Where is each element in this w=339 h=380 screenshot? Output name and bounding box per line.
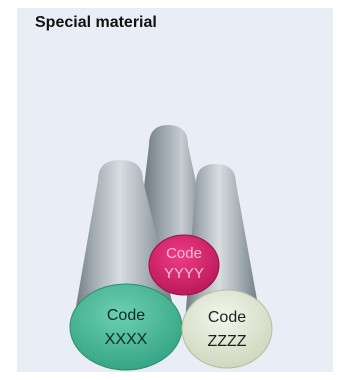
- code-label-yyyy: Code: [166, 245, 202, 262]
- code-label-xxxx: Code: [107, 307, 145, 324]
- code-value-xxxx: XXXX: [105, 331, 148, 348]
- conductor-end-zzzz: [182, 290, 272, 368]
- code-value-zzzz: ZZZZ: [207, 333, 246, 350]
- code-label-zzzz: Code: [208, 309, 246, 326]
- conductor-end-xxxx: [70, 284, 182, 370]
- code-value-yyyy: YYYY: [164, 265, 204, 282]
